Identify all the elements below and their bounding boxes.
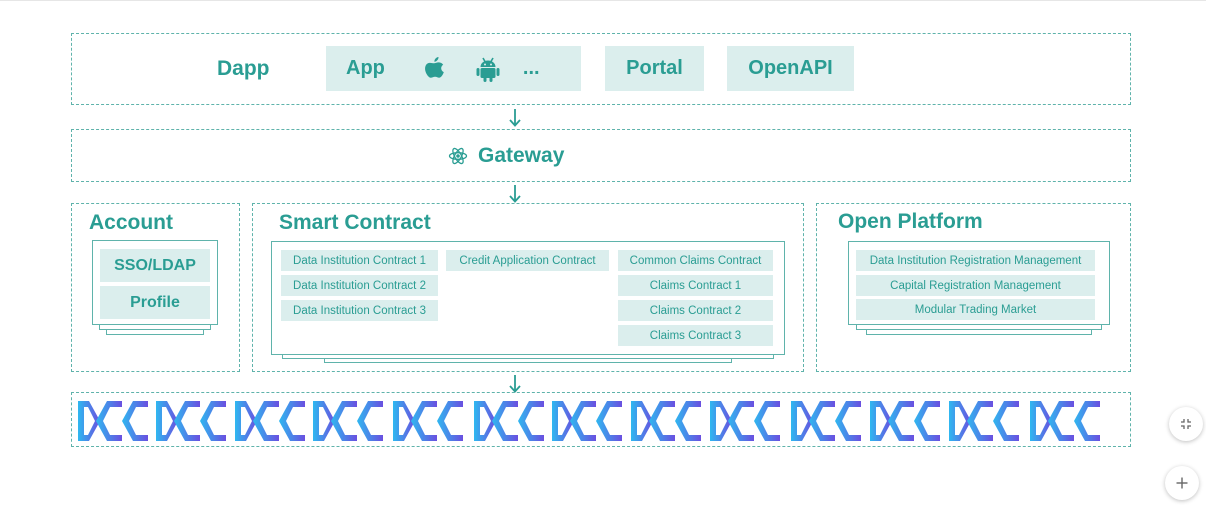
dcc-logo bbox=[1030, 401, 1100, 441]
dcc-logo-row bbox=[78, 401, 1100, 441]
contract-item: Common Claims Contract bbox=[618, 250, 773, 271]
arrow-down-icon bbox=[509, 109, 521, 127]
arrow-down-icon bbox=[509, 185, 521, 203]
smart-contract-panel bbox=[252, 203, 804, 372]
platform-item: Capital Registration Management bbox=[856, 275, 1095, 296]
contract-item: Data Institution Contract 2 bbox=[281, 275, 438, 296]
gateway-layer bbox=[71, 129, 1131, 182]
contract-item: Claims Contract 2 bbox=[618, 300, 773, 321]
plus-icon bbox=[1176, 477, 1188, 489]
app-label: App bbox=[346, 57, 385, 79]
dcc-logo bbox=[552, 401, 622, 441]
apple-icon bbox=[421, 55, 447, 83]
sso-ldap-item: SSO/LDAP bbox=[100, 249, 210, 282]
dcc-logo bbox=[870, 401, 940, 441]
platform-item: Modular Trading Market bbox=[856, 299, 1095, 320]
dapp-layer bbox=[71, 33, 1131, 105]
account-title: Account bbox=[89, 211, 173, 234]
openapi-tile: OpenAPI bbox=[727, 46, 854, 91]
dcc-logo bbox=[393, 401, 463, 441]
contract-item: Claims Contract 1 bbox=[618, 275, 773, 296]
dapp-label: Dapp bbox=[217, 57, 270, 80]
dcc-logo bbox=[631, 401, 701, 441]
contract-item: Data Institution Contract 1 bbox=[281, 250, 438, 271]
app-tile: App ... bbox=[326, 46, 581, 91]
open-platform-monitor-stand bbox=[866, 330, 1092, 335]
dcc-logo bbox=[710, 401, 780, 441]
app-more: ... bbox=[522, 57, 540, 79]
dcc-logo bbox=[78, 401, 148, 441]
dcc-logo bbox=[474, 401, 544, 441]
gateway-label: Gateway bbox=[478, 144, 565, 167]
arrow-down-icon bbox=[509, 375, 521, 393]
top-border bbox=[0, 0, 1206, 1]
open-platform-monitor-base bbox=[856, 325, 1102, 330]
collapse-button[interactable] bbox=[1169, 407, 1203, 441]
open-platform-panel bbox=[816, 203, 1131, 372]
contract-item: Data Institution Contract 3 bbox=[281, 300, 438, 321]
android-icon bbox=[475, 55, 501, 83]
dcc-logo bbox=[156, 401, 226, 441]
dcc-logo bbox=[313, 401, 383, 441]
portal-tile: Portal bbox=[605, 46, 704, 91]
contract-item: Claims Contract 3 bbox=[618, 325, 773, 346]
zoom-in-button[interactable] bbox=[1165, 466, 1199, 500]
platform-item: Data Institution Registration Management bbox=[856, 250, 1095, 271]
account-panel bbox=[71, 203, 240, 372]
dcc-chain-layer bbox=[71, 392, 1131, 447]
smart-contract-monitor-base bbox=[282, 355, 774, 359]
smart-contract-title: Smart Contract bbox=[279, 211, 431, 234]
atom-icon bbox=[448, 146, 468, 171]
dcc-logo bbox=[235, 401, 305, 441]
open-platform-title: Open Platform bbox=[838, 210, 983, 233]
smart-contract-monitor-stand bbox=[324, 359, 732, 363]
account-monitor-stand bbox=[106, 330, 204, 335]
dcc-logo bbox=[791, 401, 861, 441]
profile-item: Profile bbox=[100, 286, 210, 319]
dcc-logo bbox=[949, 401, 1019, 441]
collapse-icon bbox=[1181, 419, 1191, 429]
account-monitor-base bbox=[99, 325, 211, 330]
contract-item: Credit Application Contract bbox=[446, 250, 609, 271]
